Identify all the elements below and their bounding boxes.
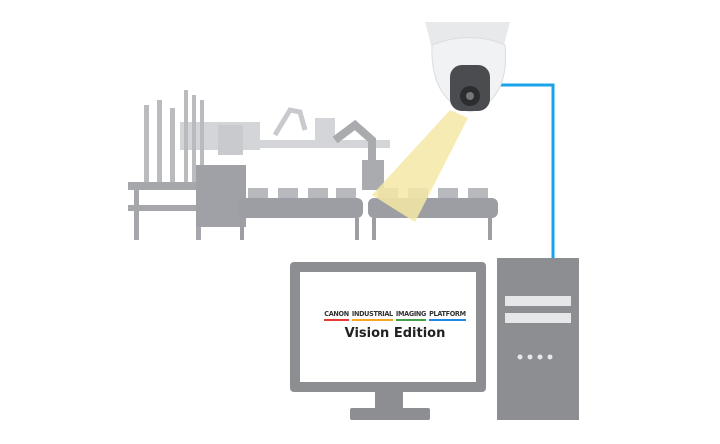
- drive-bay: [505, 313, 571, 323]
- drive-bay: [505, 296, 571, 306]
- camera-field-of-view: [372, 110, 468, 222]
- robot-arm: [332, 119, 376, 160]
- monitor-screen: [300, 272, 476, 382]
- monitor-stand: [375, 392, 403, 410]
- network-cable: [498, 83, 555, 258]
- conveyor-left: [238, 198, 363, 218]
- machine-box: [196, 165, 246, 227]
- background-robot-arm: [272, 107, 308, 137]
- monitor: [290, 262, 486, 420]
- edition-title: Vision Edition: [344, 326, 446, 341]
- platform-logo: CANON INDUSTRIAL IMAGING PLATFORM: [312, 309, 478, 321]
- ptz-camera: [425, 22, 510, 113]
- table: [128, 182, 208, 190]
- logo-word-industrial: INDUSTRIAL: [351, 309, 393, 321]
- logo-word-platform: PLATFORM: [429, 309, 466, 321]
- logo-word-canon: CANON: [324, 309, 349, 321]
- pc-tower: [497, 258, 579, 420]
- logo-word-imaging: IMAGING: [395, 309, 426, 321]
